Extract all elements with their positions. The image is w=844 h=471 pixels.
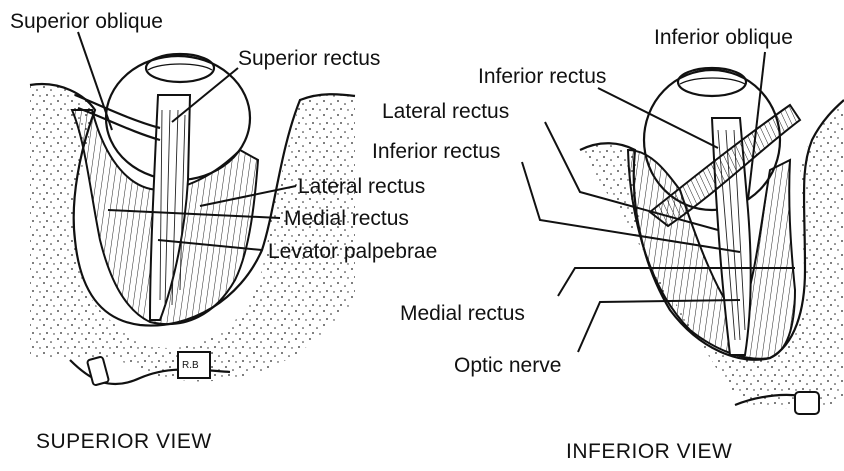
svg-text:R.B: R.B [182, 360, 199, 371]
caption-superior-view: SUPERIOR VIEW [36, 430, 212, 453]
optic-stub-superior [87, 356, 109, 385]
optic-stub-inferior [795, 392, 819, 414]
label-inferior-rectus: Inferior rectus [372, 140, 500, 163]
label-inferior-oblique: Inferior oblique [654, 26, 793, 49]
label-superior-oblique: Superior oblique [10, 10, 163, 33]
label-inferior-rectus-top: Inferior rectus [478, 65, 606, 88]
label-lateral-rectus-right: Lateral rectus [382, 100, 509, 123]
label-levator-palpebrae: Levator palpebrae [268, 240, 437, 263]
label-medial-rectus: Medial rectus [284, 207, 409, 230]
label-optic-nerve: Optic nerve [454, 354, 561, 377]
inferior-view: Inferior oblique Inferior rectus Lateral… [372, 26, 844, 463]
caption-inferior-view: INFERIOR VIEW [566, 440, 732, 463]
superior-view: R.B Superior oblique Superior rectus Lat… [10, 10, 437, 453]
label-lateral-rectus: Lateral rectus [298, 175, 425, 198]
label-medial-rectus-right: Medial rectus [400, 302, 525, 325]
label-superior-rectus: Superior rectus [238, 47, 380, 70]
stamp-box: R.B [178, 352, 210, 378]
